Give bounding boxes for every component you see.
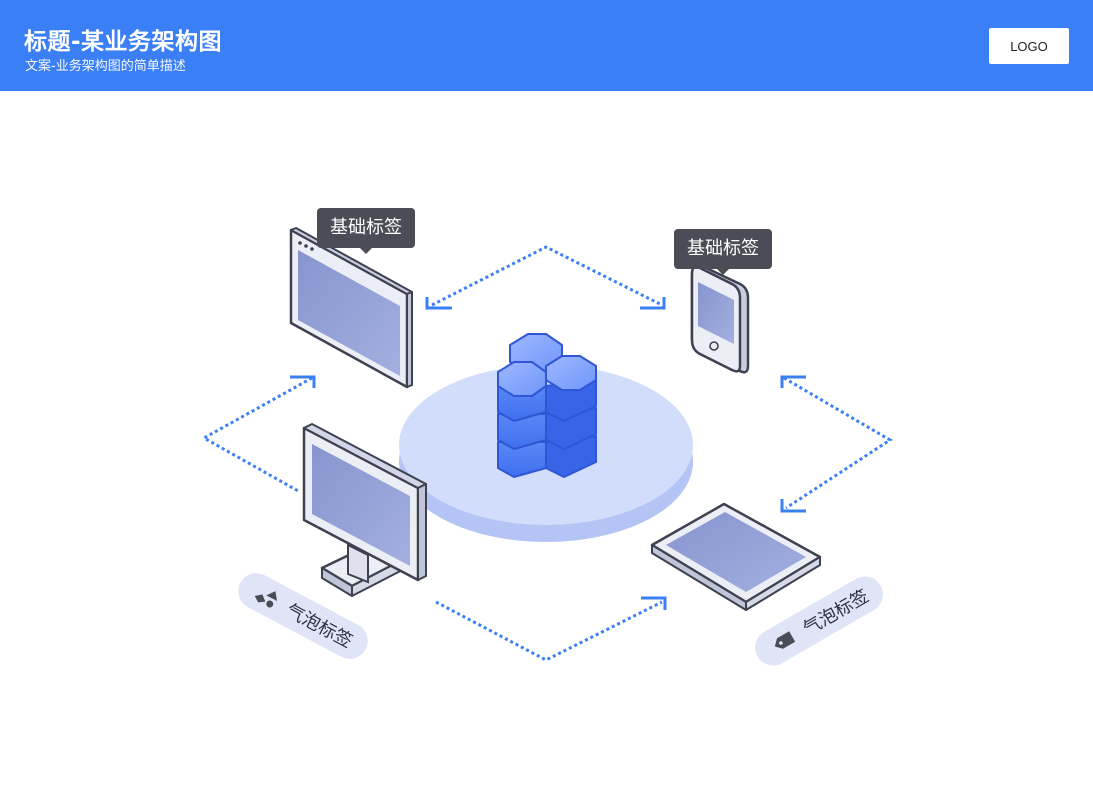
arrow-heads	[290, 297, 806, 610]
tooltip-label-right: 基础标签	[674, 229, 772, 275]
connector-top	[431, 245, 663, 307]
arrow-head-top-left	[425, 297, 452, 310]
tag-icon	[766, 626, 800, 657]
arrow-head-right-bottom	[780, 499, 806, 513]
tooltip-label-left: 基础标签	[317, 208, 415, 254]
logo: LOGO	[989, 28, 1069, 64]
phone-icon	[690, 264, 750, 374]
connector-lines	[200, 245, 893, 662]
arrow-head-right-top	[780, 375, 806, 388]
browser-window-icon	[289, 227, 413, 389]
page-title: 标题-某业务架构图	[24, 29, 223, 55]
bubble-label-left: 气泡标签	[231, 566, 375, 666]
connector-right	[783, 376, 893, 510]
arrow-head-bottom-right	[641, 596, 667, 610]
connector-left	[200, 376, 313, 494]
page-subtitle: 文案-业务架构图的简单描述	[25, 59, 186, 74]
monitor-icon	[302, 423, 427, 597]
arrow-head-top-right	[640, 297, 666, 310]
connector-bottom	[435, 600, 663, 662]
arrow-head-left-top	[290, 375, 316, 388]
header-bar: 标题-某业务架构图 文案-业务架构图的简单描述 LOGO	[0, 0, 1093, 91]
bubble-label-right: 气泡标签	[748, 569, 890, 673]
tablet-icon	[650, 502, 822, 611]
shapes-icon	[250, 581, 284, 612]
hexagon-stack-icon	[497, 333, 597, 478]
